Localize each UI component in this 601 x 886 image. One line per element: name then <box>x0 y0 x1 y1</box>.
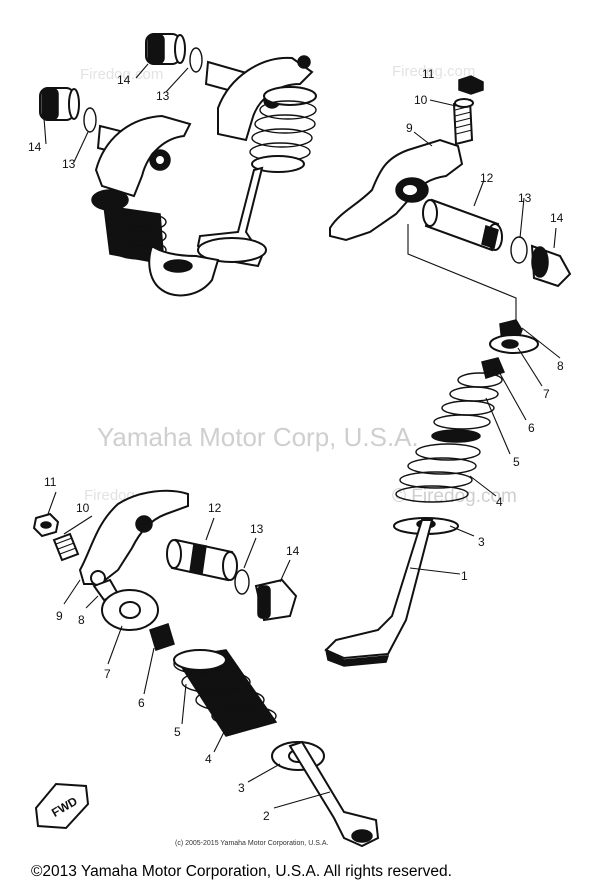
watermark-site-top-right: Firedog.com <box>392 63 475 80</box>
valve-icon <box>288 740 380 848</box>
bottom-valve-stack <box>92 578 380 848</box>
valve-spring-icon <box>395 372 503 503</box>
part-label-6: 6 <box>138 696 145 710</box>
part-label-5: 5 <box>513 455 520 469</box>
valve-spring-icon <box>249 86 317 173</box>
leader-lines <box>43 63 561 809</box>
part-label-12: 12 <box>208 501 222 515</box>
o-ring-icon <box>510 236 528 264</box>
part-label-5: 5 <box>174 725 181 739</box>
adjuster-screw-icon <box>52 532 80 562</box>
rocker-arm-icon <box>217 56 314 142</box>
part-label-11: 11 <box>44 475 57 489</box>
plug-cap-icon <box>254 578 298 622</box>
copyright-footer: ©2013 Yamaha Motor Corporation, U.S.A. A… <box>31 863 452 880</box>
part-label-13: 13 <box>156 89 170 103</box>
plug-cap-icon <box>39 87 80 121</box>
fine-print: (c) 2005-2015 Yamaha Motor Corporation, … <box>175 840 328 847</box>
part-label-1: 1 <box>461 569 468 583</box>
part-label-3: 3 <box>238 781 245 795</box>
top-right-rocker-group <box>329 75 572 322</box>
part-label-9: 9 <box>406 121 413 135</box>
bottom-left-rocker-group <box>32 489 298 622</box>
rocker-arm-icon <box>94 114 192 198</box>
top-left-assembly <box>39 33 317 297</box>
part-labels: 14 13 14 13 11 10 9 12 13 14 8 7 6 5 4 3… <box>28 67 564 823</box>
watermark-center: Yamaha Motor Corp, U.S.A. <box>97 422 419 452</box>
plug-cap-icon <box>145 33 186 65</box>
part-label-4: 4 <box>496 495 503 509</box>
rocker-shaft-icon <box>422 198 503 252</box>
part-label-10: 10 <box>76 501 90 515</box>
part-label-14: 14 <box>286 544 300 558</box>
part-label-7: 7 <box>104 667 111 681</box>
part-label-8: 8 <box>557 359 564 373</box>
part-label-2: 2 <box>263 809 270 823</box>
rocker-shaft-icon <box>166 538 238 582</box>
o-ring-icon <box>189 47 203 73</box>
part-label-11: 11 <box>422 67 435 81</box>
part-label-13: 13 <box>518 191 532 205</box>
part-label-6: 6 <box>528 421 535 435</box>
part-label-14: 14 <box>28 140 42 154</box>
stem-seal-icon <box>149 623 175 651</box>
valve-spring-icon <box>173 649 278 737</box>
part-label-9: 9 <box>56 609 63 623</box>
forward-arrow-icon: FWD <box>34 782 90 830</box>
part-label-8: 8 <box>78 613 85 627</box>
part-label-4: 4 <box>205 752 212 766</box>
right-valve-stack <box>324 319 539 667</box>
adjuster-screw-icon <box>452 98 474 146</box>
lock-nut-icon <box>458 75 484 95</box>
part-label-12: 12 <box>480 171 494 185</box>
part-label-7: 7 <box>543 387 550 401</box>
o-ring-icon <box>83 107 97 133</box>
part-label-13: 13 <box>250 522 264 536</box>
part-label-14: 14 <box>117 73 131 87</box>
part-label-14: 14 <box>550 211 564 225</box>
part-label-13: 13 <box>62 157 76 171</box>
part-label-3: 3 <box>478 535 485 549</box>
part-label-10: 10 <box>414 93 428 107</box>
valve-icon <box>324 519 434 660</box>
o-ring-icon <box>234 569 250 595</box>
plug-cap-icon <box>530 244 572 288</box>
rocker-arm-icon <box>78 489 189 585</box>
